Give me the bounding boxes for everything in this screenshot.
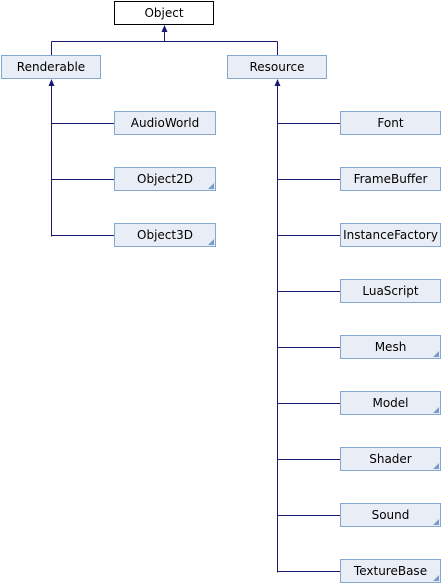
node-label: TextureBase	[353, 564, 428, 578]
more-subclasses-marker	[208, 239, 214, 245]
node-label: Object2D	[137, 172, 193, 186]
more-subclasses-marker	[433, 463, 439, 469]
node-label: Sound	[371, 508, 410, 522]
node-sound[interactable]: Sound	[340, 503, 441, 527]
node-label: Object3D	[137, 228, 193, 242]
more-subclasses-marker	[433, 575, 439, 581]
node-shader[interactable]: Shader	[340, 447, 441, 471]
node-label: Shader	[369, 452, 412, 466]
node-luascript[interactable]: LuaScript	[340, 279, 441, 303]
arrowhead-resource	[274, 79, 281, 86]
node-label: Renderable	[16, 60, 86, 74]
more-subclasses-marker	[433, 351, 439, 357]
arrowhead-renderable	[48, 79, 55, 86]
node-label: Object	[144, 6, 184, 20]
node-object: Object	[114, 1, 214, 25]
node-label: AudioWorld	[130, 116, 200, 130]
node-object3d[interactable]: Object3D	[114, 223, 216, 247]
node-label: FrameBuffer	[353, 172, 428, 186]
arrowhead-object	[161, 25, 168, 32]
node-label: Font	[377, 116, 404, 130]
node-renderable[interactable]: Renderable	[1, 55, 101, 79]
node-label: LuaScript	[362, 284, 419, 298]
more-subclasses-marker	[433, 407, 439, 413]
node-instancefactory[interactable]: InstanceFactory	[340, 223, 441, 247]
node-resource[interactable]: Resource	[227, 55, 327, 79]
node-label: InstanceFactory	[343, 228, 438, 242]
node-font[interactable]: Font	[340, 111, 441, 135]
node-mesh[interactable]: Mesh	[340, 335, 441, 359]
node-label: Resource	[249, 60, 305, 74]
node-label: Model	[372, 396, 409, 410]
node-model[interactable]: Model	[340, 391, 441, 415]
node-texturebase[interactable]: TextureBase	[340, 559, 441, 583]
more-subclasses-marker	[208, 183, 214, 189]
node-label: Mesh	[374, 340, 407, 354]
more-subclasses-marker	[433, 519, 439, 525]
node-audioworld[interactable]: AudioWorld	[114, 111, 216, 135]
node-framebuffer[interactable]: FrameBuffer	[340, 167, 441, 191]
node-object2d[interactable]: Object2D	[114, 167, 216, 191]
